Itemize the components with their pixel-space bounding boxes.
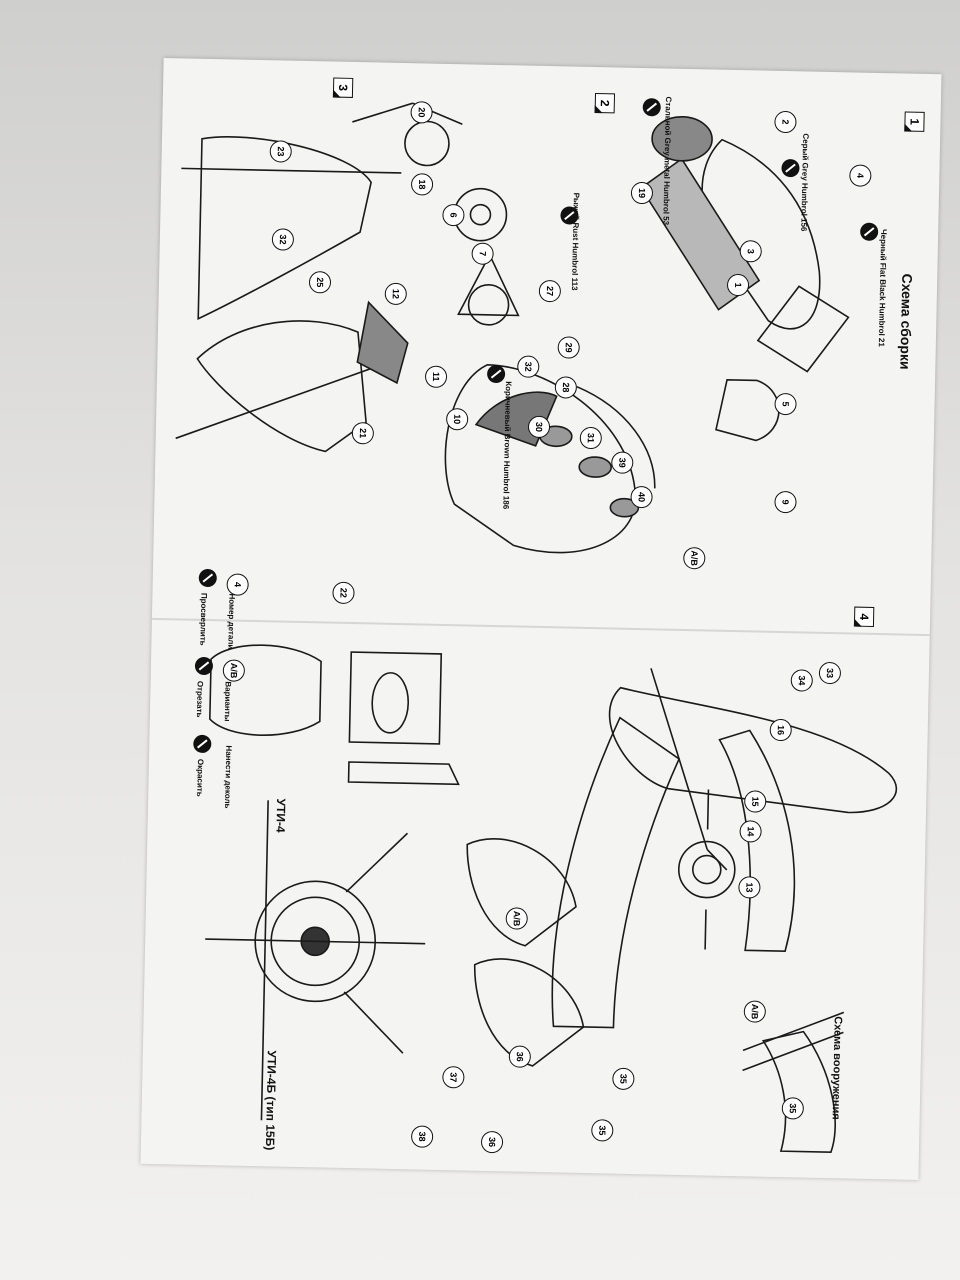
variant-b-label: УТИ-4Б (тип 15Б) xyxy=(262,1050,279,1151)
step-marker-2: 2 xyxy=(594,93,616,114)
variant-a-label: УТИ-4 xyxy=(273,798,289,833)
instruction-sheet: 1 2 3 4 Схема сборки Серый Grey Humbrol … xyxy=(140,57,942,1181)
legend-drill: Просверлить xyxy=(198,592,209,646)
step-marker-3: 3 xyxy=(332,77,354,98)
legend-variants: Варианты xyxy=(222,681,233,722)
legend-decal: Нанести деколь xyxy=(222,745,234,809)
armament-title: Схема вооружения xyxy=(829,1016,844,1120)
legend-part-number: Номер детали xyxy=(226,593,237,650)
step-marker-1: 1 xyxy=(904,111,925,132)
page-title: Схема сборки xyxy=(897,273,916,370)
assembly-drawings xyxy=(175,102,898,1153)
step-marker-4: 4 xyxy=(853,606,875,627)
legend-paint: Окрасить xyxy=(195,758,205,797)
legend-cut: Отрезать xyxy=(194,680,205,718)
